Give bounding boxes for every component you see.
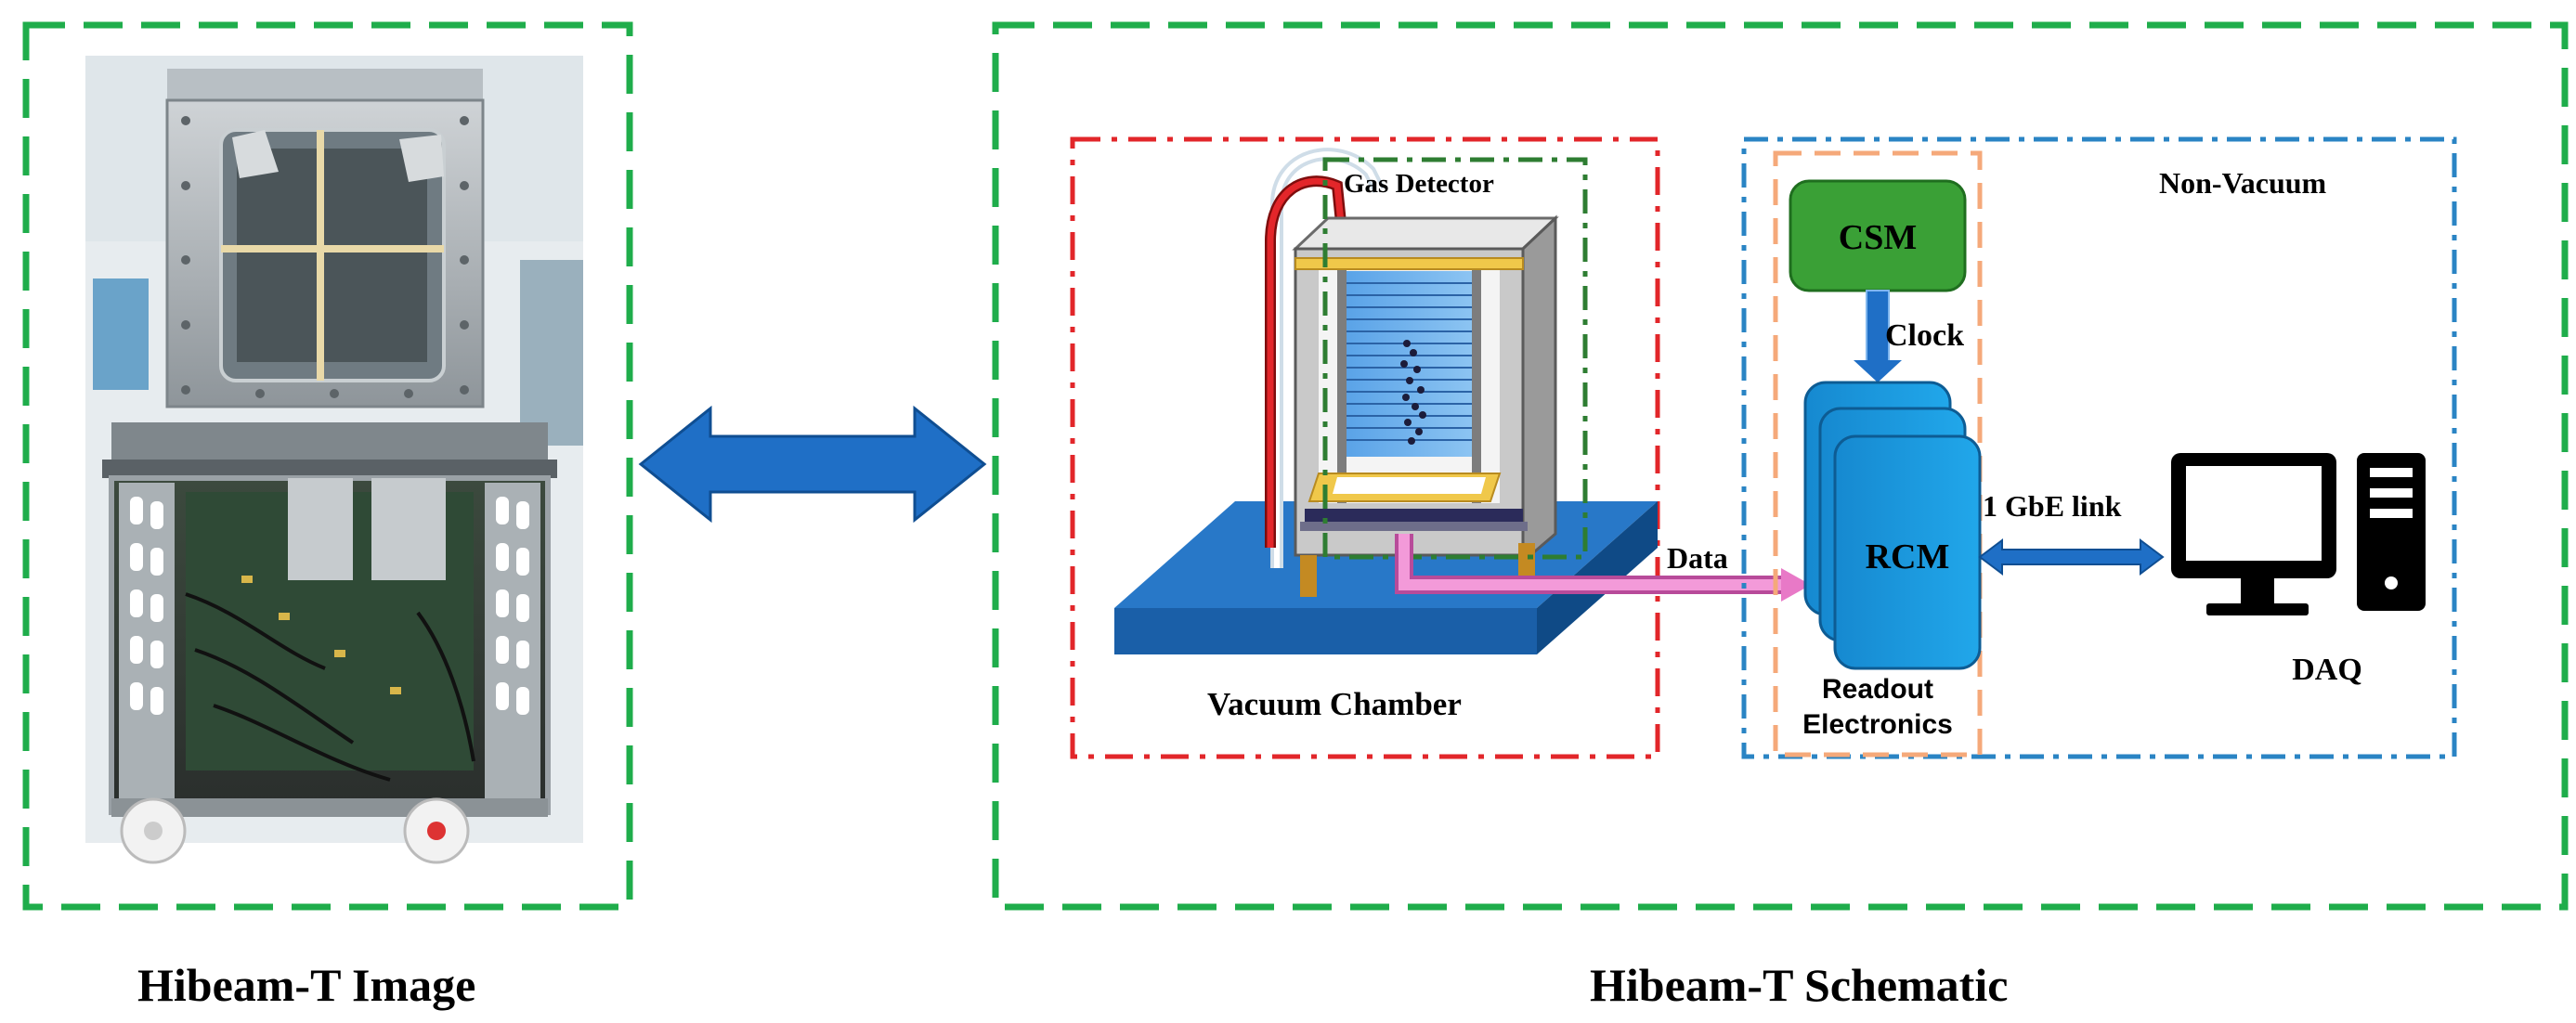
clock-label: Clock	[1885, 318, 1964, 353]
image-panel-border	[22, 21, 633, 911]
readout-label-line2: Electronics	[1802, 709, 1953, 740]
double-arrow-icon	[638, 405, 987, 524]
schematic-panel-border	[992, 21, 2569, 911]
rcm-stack	[1803, 381, 1982, 670]
link-double-arrow-icon	[1978, 538, 2165, 576]
readout-electronics-border	[1773, 150, 1983, 758]
rcm-label: RCM	[1866, 537, 1950, 576]
gas-detector-border	[1322, 157, 1588, 560]
gas-detector-label: Gas Detector	[1344, 169, 1494, 199]
link-label: 1 GbE link	[1983, 489, 2122, 523]
non-vacuum-border	[1741, 136, 2457, 759]
monitor-icon	[2171, 453, 2336, 615]
data-arrow	[1395, 534, 1811, 602]
data-label: Data	[1667, 541, 1728, 575]
hibeam-photo	[85, 56, 583, 864]
schematic-panel-caption: Hibeam-T Schematic	[1590, 959, 2009, 1011]
vacuum-chamber-border	[1070, 136, 1660, 759]
detector-box	[1292, 214, 1559, 597]
csm-label: CSM	[1839, 218, 1917, 257]
computer-tower-icon	[2357, 453, 2426, 611]
clock-arrow	[1854, 290, 1902, 382]
gas-pipe-icon	[1265, 148, 1386, 568]
daq-label: DAQ	[2292, 653, 2362, 687]
non-vacuum-label: Non-Vacuum	[2159, 166, 2327, 200]
readout-label-line1: Readout	[1822, 674, 1933, 705]
vacuum-chamber-label: Vacuum Chamber	[1207, 686, 1462, 722]
image-panel-caption: Hibeam-T Image	[137, 959, 476, 1011]
